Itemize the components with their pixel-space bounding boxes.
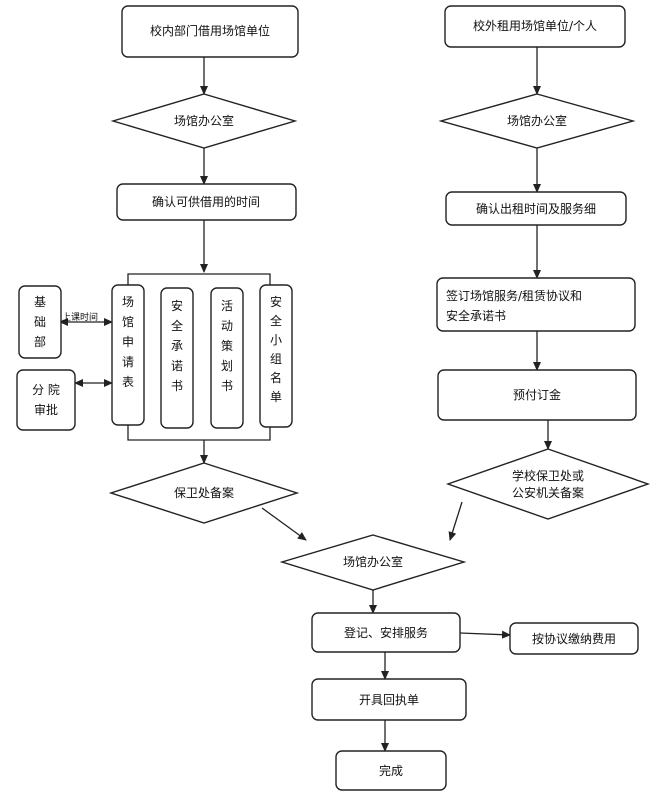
node-doc-safety-team: 安全小组名单 — [259, 284, 293, 428]
sign-agreement-line1: 签订场馆服务/租赁协议和 — [446, 288, 582, 303]
docs-bottom-bracket — [127, 417, 271, 441]
edges — [59, 47, 552, 752]
node-deposit: 预付订金 — [437, 369, 637, 421]
doc-application-label: 场馆申请表 — [122, 295, 134, 389]
node-done: 完成 — [335, 750, 447, 791]
edge-security-to-center — [261, 507, 307, 541]
doc-safety-team-label: 安全小组名单 — [270, 294, 282, 404]
node-basic-dept: 基础部 — [18, 285, 62, 359]
node-branch-approve: 分 院审批 — [16, 369, 76, 431]
school-security-line2: 公安机关备案 — [512, 485, 584, 500]
doc-safety-promise-label: 安全承诺书 — [171, 298, 183, 393]
node-confirm-time: 确认可供借用的时间 — [116, 183, 297, 221]
done-label: 完成 — [379, 763, 403, 778]
office-right-label: 场馆办公室 — [507, 113, 567, 128]
pay-fee-label: 按协议缴纳费用 — [532, 631, 616, 646]
node-sign-agreement: 签订场馆服务/租赁协议和 安全承诺书 — [436, 277, 636, 332]
node-doc-activity-plan: 活动策划书 — [210, 287, 244, 429]
node-issue-receipt: 开具回执单 — [311, 678, 467, 721]
edge-school-to-center — [448, 501, 463, 541]
doc-activity-plan-label: 活动策划书 — [221, 299, 233, 393]
class-time-label: 上课时间 — [62, 311, 98, 323]
docs-top-bracket — [127, 273, 271, 285]
node-register: 登记、安排服务 — [311, 612, 461, 653]
office-left-label: 场馆办公室 — [174, 113, 234, 128]
office-center-label: 场馆办公室 — [343, 554, 403, 569]
school-security-line1: 学校保卫处或 — [512, 468, 584, 483]
node-office-center: 场馆办公室 — [279, 534, 467, 591]
node-school-security: 学校保卫处或 公安机关备案 — [445, 448, 651, 520]
node-doc-safety-promise: 安全承诺书 — [160, 287, 194, 429]
node-internal-unit: 校内部门借用场馆单位 — [121, 5, 299, 58]
edge-register-to-pay — [459, 630, 511, 639]
branch-approve-label: 分 院审批 — [32, 383, 60, 417]
node-pay-fee: 按协议缴纳费用 — [509, 622, 639, 655]
deposit-label: 预付订金 — [513, 387, 561, 402]
confirm-rent-label: 确认出租时间及服务细 — [476, 201, 596, 216]
node-doc-application: 场馆申请表 — [111, 284, 145, 426]
node-external-unit: 校外租用场馆单位/个人 — [444, 5, 626, 48]
issue-receipt-label: 开具回执单 — [359, 693, 419, 707]
node-office-right: 场馆办公室 — [438, 93, 636, 149]
sign-agreement-line2: 安全承诺书 — [446, 308, 506, 323]
internal-unit-label: 校内部门借用场馆单位 — [150, 23, 270, 38]
external-unit-label: 校外租用场馆单位/个人 — [473, 18, 597, 33]
security-record-label: 保卫处备案 — [174, 485, 234, 500]
confirm-time-label: 确认可供借用的时间 — [152, 194, 260, 209]
register-label: 登记、安排服务 — [344, 625, 428, 640]
node-office-left: 场馆办公室 — [110, 93, 298, 149]
node-confirm-rent: 确认出租时间及服务细 — [445, 191, 627, 226]
node-security-record: 保卫处备案 — [108, 462, 300, 524]
basic-dept-label: 基础部 — [34, 295, 46, 349]
